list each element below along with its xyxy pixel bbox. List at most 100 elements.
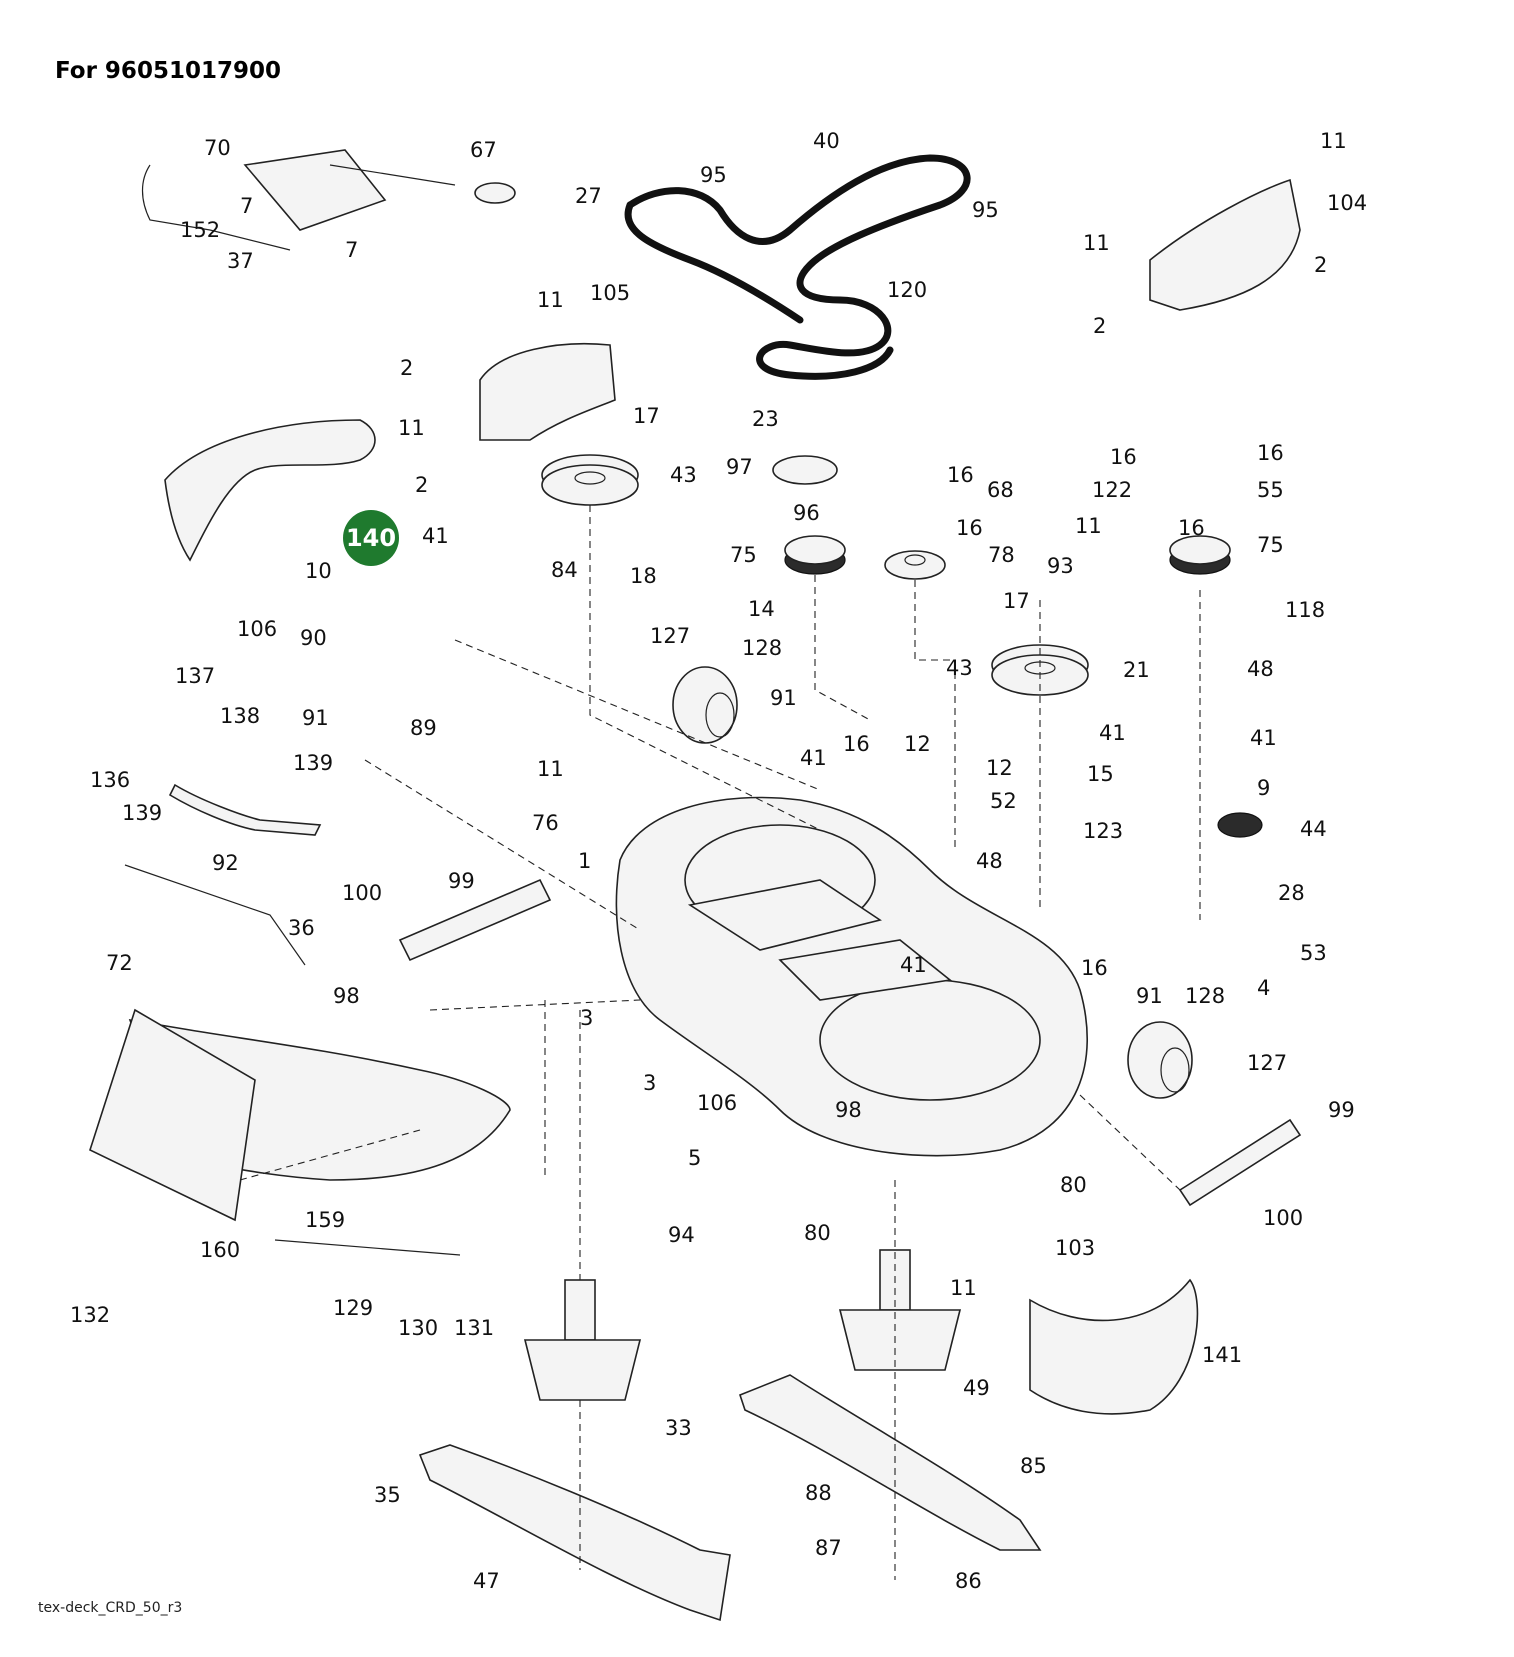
part-label: 11 [537, 288, 564, 312]
part-label: 48 [1247, 657, 1274, 681]
part-label: 17 [633, 404, 660, 428]
part-label: 105 [590, 281, 630, 305]
part-label: 11 [950, 1276, 977, 1300]
diagram-title: For 96051017900 [55, 58, 281, 84]
part-label: 132 [70, 1303, 110, 1327]
part-label: 123 [1083, 819, 1123, 843]
part-label: 91 [302, 706, 329, 730]
part-label: 152 [180, 218, 220, 242]
part-label: 49 [963, 1376, 990, 1400]
part-label: 48 [976, 849, 1003, 873]
part-label: 100 [1263, 1206, 1303, 1230]
part-label: 87 [815, 1536, 842, 1560]
part-label: 93 [1047, 554, 1074, 578]
part-label: 106 [697, 1091, 737, 1115]
part-label: 100 [342, 881, 382, 905]
spindle-49 [838, 1249, 962, 1371]
idler-78 [884, 550, 946, 580]
part-label: 16 [1081, 956, 1108, 980]
belt-guard-105 [479, 342, 616, 441]
part-label: 11 [1083, 231, 1110, 255]
part-label: 21 [1123, 658, 1150, 682]
part-label: 160 [200, 1238, 240, 1262]
part-label: 7 [240, 194, 253, 218]
part-label: 95 [972, 198, 999, 222]
arm-99-left [398, 878, 552, 962]
part-label: 94 [668, 1223, 695, 1247]
part-label: 72 [106, 951, 133, 975]
part-label: 12 [904, 732, 931, 756]
part-label: 43 [670, 463, 697, 487]
pulley-97 [772, 455, 838, 485]
idler-75-left [784, 535, 846, 575]
part-label: 89 [410, 716, 437, 740]
belt-cover-104 [1149, 178, 1301, 311]
part-label: 88 [805, 1481, 832, 1505]
part-label: 35 [374, 1483, 401, 1507]
part-label: 120 [887, 278, 927, 302]
part-label: 5 [688, 1146, 701, 1170]
assembly-line [914, 580, 956, 850]
knob-67 [474, 182, 516, 204]
lift-rod-152 [141, 164, 291, 251]
part-label: 86 [955, 1569, 982, 1593]
part-label: 141 [1202, 1343, 1242, 1367]
deck-baffle-2 [778, 939, 952, 1001]
part-label: 75 [730, 543, 757, 567]
part-label: 67 [470, 138, 497, 162]
part-label: 1 [578, 849, 591, 873]
part-label: 91 [1136, 984, 1163, 1008]
idler-44 [1217, 812, 1263, 838]
chute-frame [89, 1008, 256, 1222]
hose-138 [168, 783, 322, 836]
part-label: 43 [946, 656, 973, 680]
part-label: 138 [220, 704, 260, 728]
part-label: 11 [537, 757, 564, 781]
part-label: 3 [580, 1006, 593, 1030]
part-label: 76 [532, 811, 559, 835]
part-label: 85 [1020, 1454, 1047, 1478]
part-label: 99 [448, 869, 475, 893]
part-label: 139 [293, 751, 333, 775]
part-label: 41 [1250, 726, 1277, 750]
part-label: 9 [1257, 776, 1270, 800]
part-labels: 1 2 2 2 2 3 3 4 5 7 7 9 10 11 11 11 11 1… [70, 129, 1367, 1593]
drive-belt-loop [624, 201, 804, 324]
part-label: 12 [986, 756, 1013, 780]
lift-bracket-70 [243, 149, 387, 231]
part-label: 139 [122, 801, 162, 825]
blade-85 [739, 1374, 1042, 1551]
part-label: 137 [175, 664, 215, 688]
part-label: 128 [742, 636, 782, 660]
part-label: 2 [415, 473, 428, 497]
part-label: 103 [1055, 1236, 1095, 1260]
part-label: 18 [630, 564, 657, 588]
assembly-line [814, 575, 871, 721]
part-label: 3 [643, 1071, 656, 1095]
part-label: 41 [422, 524, 449, 548]
part-label: 2 [1314, 253, 1327, 277]
part-label: 136 [90, 768, 130, 792]
part-label: 15 [1087, 762, 1114, 786]
diagram-footer: tex-deck_CRD_50_r3 [38, 1600, 183, 1616]
part-label: 130 [398, 1316, 438, 1340]
part-label: 16 [956, 516, 983, 540]
gauge-wheel-left [672, 666, 738, 744]
part-label: 16 [1178, 516, 1205, 540]
part-label: 127 [650, 624, 690, 648]
deck-baffle [687, 879, 882, 951]
part-label: 118 [1285, 598, 1325, 622]
part-label: 17 [1003, 589, 1030, 613]
rod-92 [124, 864, 306, 966]
part-label: 99 [1328, 1098, 1355, 1122]
assembly-line [429, 999, 641, 1011]
part-label: 52 [990, 789, 1017, 813]
gauge-wheel-right [1127, 1021, 1193, 1099]
part-label: 16 [947, 463, 974, 487]
pulley-43-left [541, 454, 639, 506]
part-label: 7 [345, 238, 358, 262]
part-label: 16 [1110, 445, 1137, 469]
part-label: 97 [726, 455, 753, 479]
part-label: 96 [793, 501, 820, 525]
part-label: 91 [770, 686, 797, 710]
